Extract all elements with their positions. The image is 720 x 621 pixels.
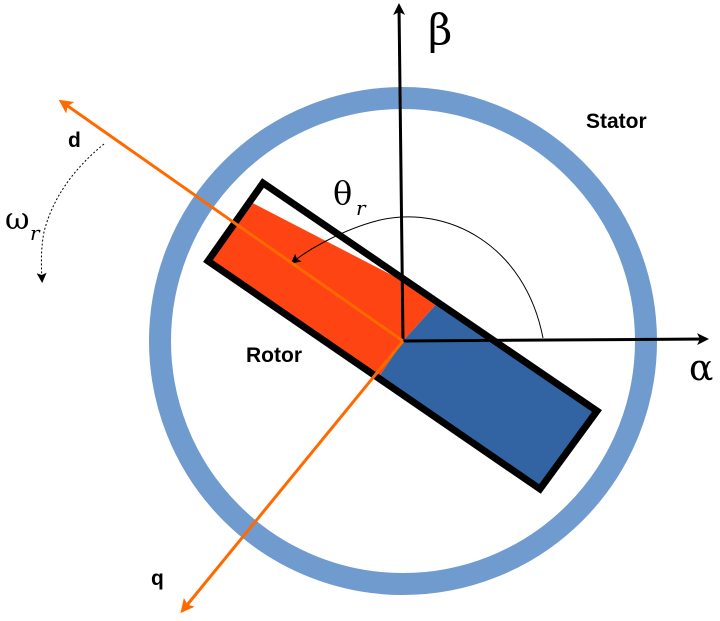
theta-arc	[290, 216, 544, 339]
rotor-outline	[203, 178, 602, 494]
q-axis-label: q	[151, 567, 164, 590]
alpha-axis	[402, 333, 709, 346]
rotor-label: Rotor	[246, 344, 302, 367]
beta-label: β	[428, 5, 452, 54]
omega-subscript: r	[30, 221, 41, 245]
rotor-south-half	[350, 300, 597, 489]
stator-ring	[149, 87, 657, 595]
theta-symbol: θ	[333, 174, 352, 212]
q-axis	[180, 340, 405, 614]
theta-r-label: θ r	[333, 174, 367, 220]
omega-r-label: ω r	[5, 202, 41, 245]
d-axis-label: d	[68, 129, 81, 152]
omega-symbol: ω	[5, 202, 29, 237]
alpha-label: α	[689, 348, 713, 389]
theta-subscript: r	[356, 196, 367, 220]
d-axis	[58, 99, 404, 343]
stator-label: Stator	[586, 110, 647, 133]
omega-rotation-arrow	[36, 143, 105, 283]
beta-axis	[393, 3, 406, 342]
